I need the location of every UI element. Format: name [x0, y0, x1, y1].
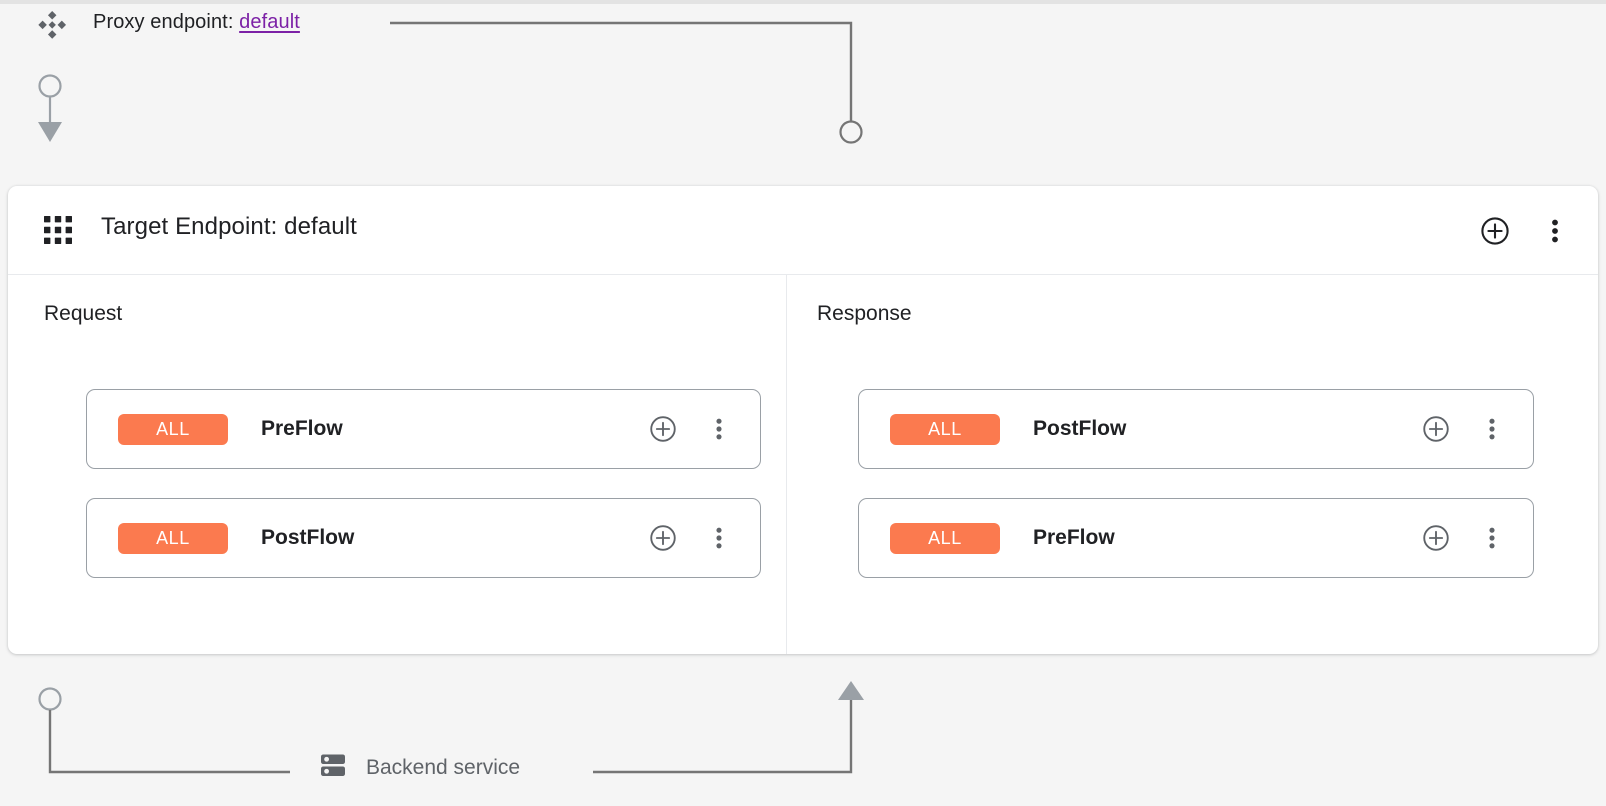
flow-row-request-postflow[interactable]: ALL PostFlow — [86, 498, 761, 578]
flow-row-actions — [642, 390, 740, 468]
proxy-endpoint-prefix: Proxy endpoint: — [93, 11, 234, 33]
proxy-endpoint-header: Proxy endpoint: default — [0, 4, 1606, 46]
flow-row-response-postflow[interactable]: ALL PostFlow — [858, 389, 1534, 469]
column-response: Response ALL PostFlow — [786, 275, 1598, 654]
flow-row-actions — [1415, 499, 1513, 577]
more-vert-icon[interactable] — [1471, 517, 1513, 559]
more-vert-icon[interactable] — [1534, 210, 1576, 252]
connector-node-target-in — [839, 120, 863, 144]
plus-circle-icon[interactable] — [642, 517, 684, 559]
flow-row-request-preflow[interactable]: ALL PreFlow — [86, 389, 761, 469]
backend-service-label: Backend service — [366, 755, 521, 779]
top-edge-strip — [0, 0, 1606, 4]
flow-list-request: ALL PreFlow — [86, 389, 761, 607]
flow-columns: Request ALL PreFlow — [8, 275, 1598, 654]
grid-icon — [44, 216, 72, 244]
flow-row-actions — [642, 499, 740, 577]
target-endpoint-card: Target Endpoint: default — [8, 186, 1598, 654]
plus-circle-icon[interactable] — [1415, 408, 1457, 450]
more-vert-icon[interactable] — [1471, 408, 1513, 450]
flow-row-actions — [1415, 390, 1513, 468]
plus-circle-icon[interactable] — [1415, 517, 1457, 559]
proxy-endpoint-label: Proxy endpoint: default — [93, 11, 300, 34]
status-badge: ALL — [118, 413, 228, 445]
connector-node-proxy-left — [38, 74, 62, 98]
wire-target-to-backend — [48, 710, 290, 774]
status-badge: ALL — [890, 522, 1000, 554]
flow-name: PreFlow — [1033, 526, 1115, 549]
column-title-request: Request — [44, 302, 123, 325]
plus-circle-icon[interactable] — [1474, 210, 1516, 252]
apigee-proxy-icon — [36, 10, 68, 42]
plus-circle-icon[interactable] — [642, 408, 684, 450]
header-divider — [8, 274, 1598, 275]
target-endpoint-title: Target Endpoint: default — [101, 213, 357, 240]
target-endpoint-header: Target Endpoint: default — [8, 186, 1598, 274]
flow-list-response: ALL PostFlow — [858, 389, 1534, 607]
column-title-response: Response — [817, 302, 912, 325]
more-vert-icon[interactable] — [698, 408, 740, 450]
status-badge: ALL — [890, 413, 1000, 445]
proxy-endpoint-link[interactable]: default — [239, 11, 300, 33]
backend-service-node[interactable]: Backend service — [318, 750, 520, 785]
flow-name: PostFlow — [261, 526, 355, 549]
flow-row-response-preflow[interactable]: ALL PreFlow — [858, 498, 1534, 578]
more-vert-icon[interactable] — [698, 517, 740, 559]
arrow-down-proxy-left — [38, 122, 62, 142]
target-endpoint-actions — [1474, 210, 1576, 252]
flow-name: PostFlow — [1033, 417, 1127, 440]
server-icon — [318, 750, 348, 785]
column-request: Request ALL PreFlow — [8, 275, 786, 654]
flow-name: PreFlow — [261, 417, 343, 440]
connector-node-target-out — [38, 687, 62, 711]
arrow-up-backend-return — [838, 681, 864, 700]
wire-backend-to-target — [593, 700, 853, 774]
status-badge: ALL — [118, 522, 228, 554]
